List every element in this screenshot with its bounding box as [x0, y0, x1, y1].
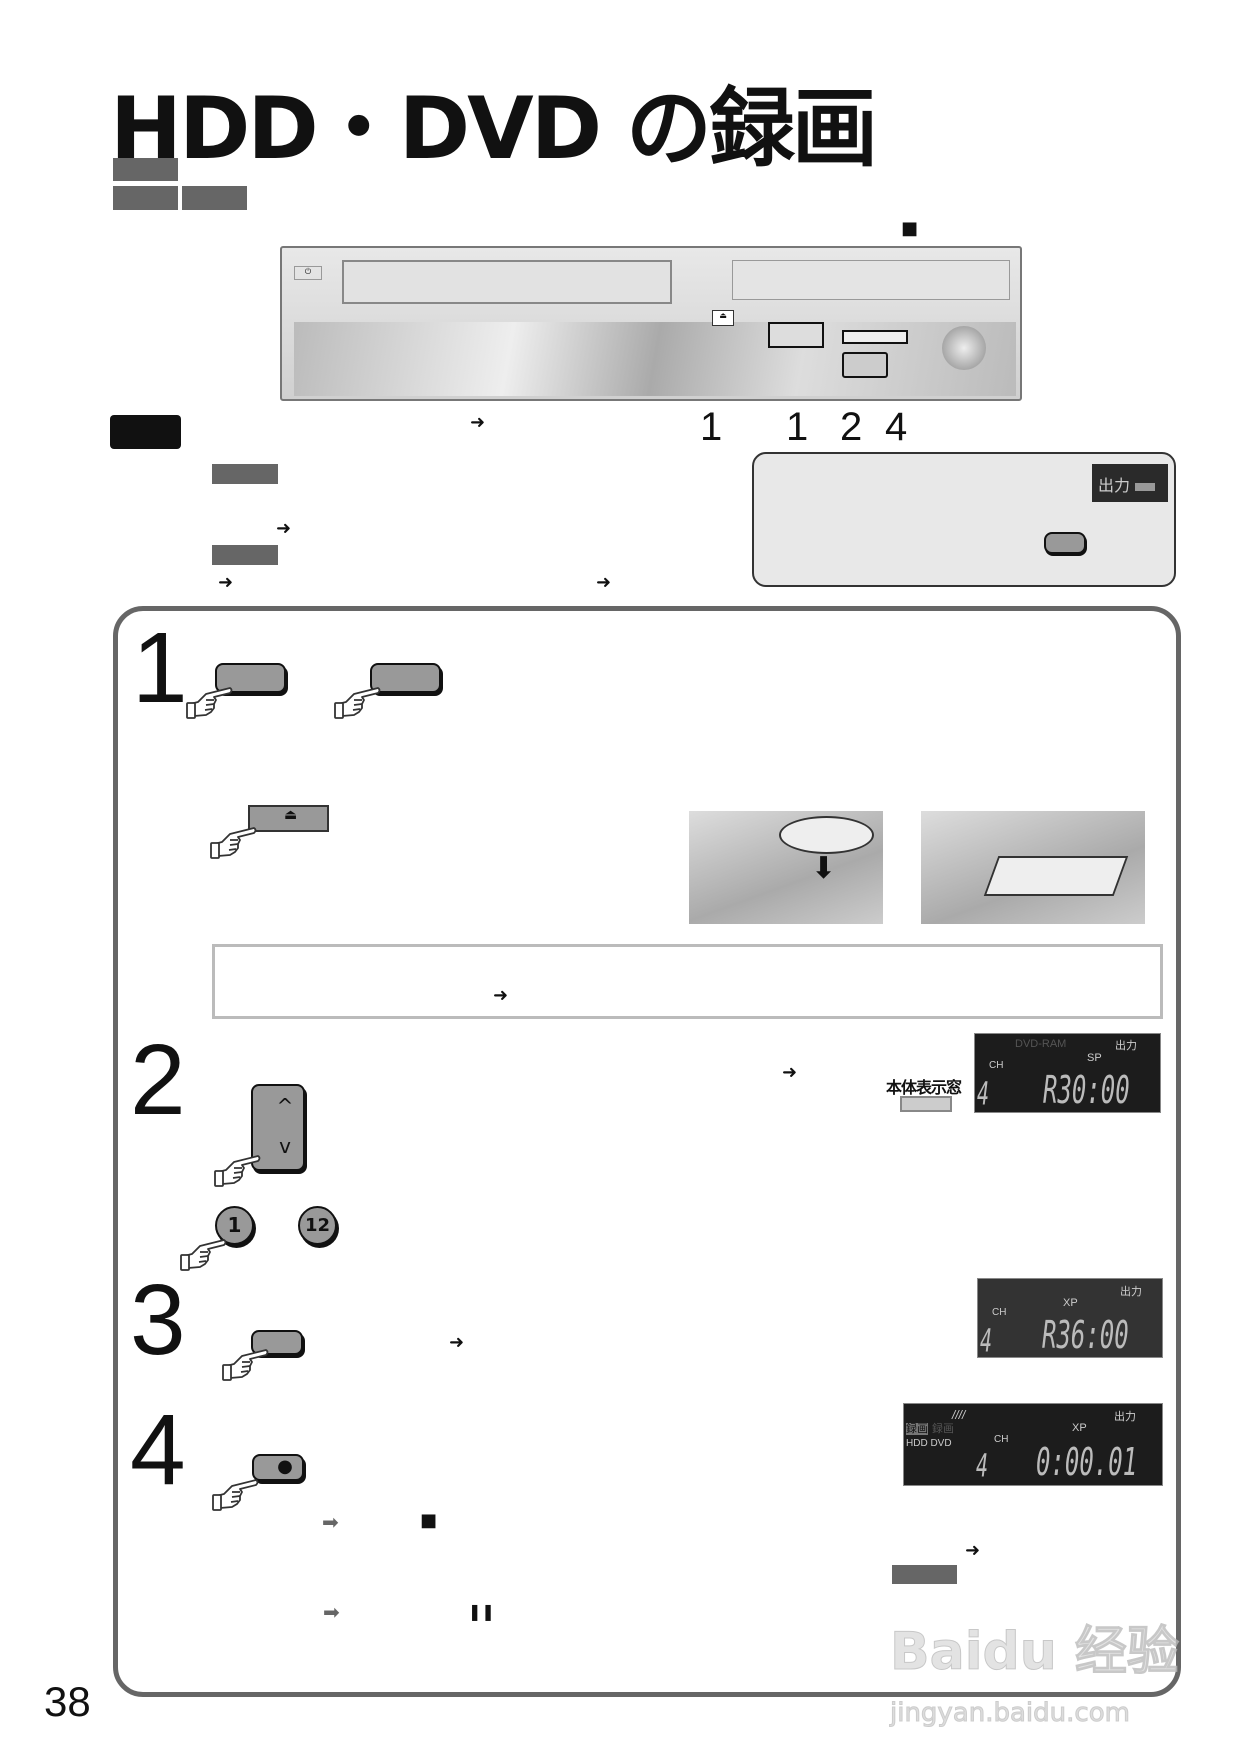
display-channel: 4: [980, 1321, 993, 1360]
jog-dial: [942, 326, 986, 370]
prep-label: [110, 415, 181, 449]
pointing-hand-icon: [180, 1234, 228, 1274]
dvd-tray: [732, 260, 1010, 300]
stop-icon: ■: [420, 1510, 438, 1531]
down-arrow-icon: ⬇: [811, 851, 837, 886]
arrow-icon: ➜: [965, 1540, 981, 1561]
power-icon: ⏻: [294, 266, 322, 280]
display-disc-type: DVD-RAM: [1015, 1038, 1067, 1050]
callout-number: 1: [700, 405, 723, 449]
pointing-hand-icon: [212, 1474, 260, 1514]
recorder-mini-icon: [900, 1096, 952, 1112]
page-number: 38: [44, 1678, 91, 1725]
disc-label-box: [182, 186, 247, 210]
disc-label-box: [212, 464, 278, 484]
step-number: 1: [132, 612, 188, 724]
display-output: 出力: [1114, 1411, 1136, 1423]
output-label: 出力: [1098, 476, 1131, 495]
stop-icon: ■: [901, 218, 919, 239]
note-box: ➜: [212, 944, 1163, 1019]
display-output: 出力: [1120, 1286, 1142, 1298]
display-window: [768, 322, 824, 348]
pause-icon: ❚❚: [468, 1602, 495, 1621]
display-bars: ////: [952, 1408, 966, 1422]
recorder-front-illustration: ⏻ ⏏: [280, 246, 1022, 401]
vhs-slot: [342, 260, 672, 304]
display-time: 0:00.01: [1036, 1440, 1138, 1485]
step-number: 3: [130, 1264, 186, 1376]
arrow-icon: ➜: [218, 572, 234, 593]
disc-label-box: [212, 545, 278, 565]
cartridge-insert-illustration: [921, 811, 1145, 924]
stop-play-buttons: [842, 330, 908, 344]
display-channel: 4: [977, 1074, 990, 1113]
front-display: DVD-RAM 出力 SP CH 4 R30:00: [974, 1033, 1161, 1113]
callout-box: 出力: [752, 452, 1176, 587]
display-time: R36:00: [1042, 1313, 1129, 1358]
watermark-url: jingyan.baidu.com: [890, 1698, 1131, 1728]
eject-button: ⏏: [248, 805, 329, 832]
page-title: HDD・DVD の録画: [110, 79, 878, 179]
display-media: HDD DVD: [906, 1438, 952, 1449]
arrow-icon: ➜: [596, 572, 612, 593]
display-channel: 4: [976, 1446, 989, 1485]
channel-buttons: [842, 352, 888, 378]
record-button: ●: [252, 1454, 304, 1481]
arrow-icon: ➜: [782, 1062, 798, 1083]
display-time: R30:00: [1043, 1068, 1130, 1113]
pointing-hand-icon: [222, 1344, 270, 1384]
front-display-label: 本体表示窓: [886, 1078, 962, 1097]
display-mode: XP: [1063, 1297, 1078, 1309]
pointing-hand-icon: [334, 682, 382, 722]
display-ch-label: CH: [994, 1434, 1009, 1445]
display-output: 出力: [1115, 1040, 1137, 1052]
steps-frame: [113, 606, 1181, 1697]
callout-number: 1: [786, 405, 809, 449]
display-mode: XP: [1072, 1422, 1087, 1434]
channel-12-button: 12: [298, 1206, 337, 1245]
pointing-hand-icon: [186, 682, 234, 722]
drive-button: [370, 663, 441, 693]
channel-1-button: 1: [215, 1206, 254, 1245]
arrow-icon: ➜: [493, 985, 509, 1006]
disc-icon: [779, 816, 874, 854]
display-ch-label: CH: [992, 1307, 1007, 1318]
cartridge-icon: [983, 856, 1129, 896]
arrow-icon: ➜: [449, 1332, 465, 1353]
display-rec-hdd: 録画: [906, 1423, 928, 1435]
arrow-icon: ➜: [276, 518, 292, 539]
output-indicator: 出力: [1092, 464, 1168, 502]
disc-label-box: [113, 158, 178, 181]
disc-label-box: [113, 186, 178, 210]
display-rec-dvd: 録画: [932, 1423, 954, 1435]
eject-button: ⏏: [712, 310, 734, 326]
pointing-hand-icon: [210, 822, 258, 862]
channel-rocker-button: ^v: [251, 1084, 305, 1171]
watermark-logo: Baidu 经验: [890, 1622, 1180, 1682]
callout-number: 4: [885, 405, 908, 449]
disc-label-box: [892, 1565, 957, 1584]
arrow-icon: ➡: [322, 1510, 339, 1534]
pointing-hand-icon: [214, 1150, 262, 1190]
step-number: 2: [130, 1024, 186, 1136]
display-ch-label: CH: [989, 1060, 1004, 1071]
record-mode-button: [251, 1330, 303, 1355]
display-mode: SP: [1087, 1052, 1102, 1064]
step-number: 4: [130, 1394, 186, 1506]
arrow-icon: ➜: [470, 412, 486, 433]
callout-number: 2: [840, 405, 863, 449]
disc-insert-illustration: ⬇: [689, 811, 883, 924]
front-display: //// 録画 録画 HDD DVD 出力 XP CH 4 0:00.01: [903, 1403, 1163, 1486]
front-display: 出力 XP CH 4 R36:00: [977, 1278, 1163, 1360]
output-button: [1044, 532, 1086, 554]
arrow-icon: ➡: [323, 1600, 340, 1624]
